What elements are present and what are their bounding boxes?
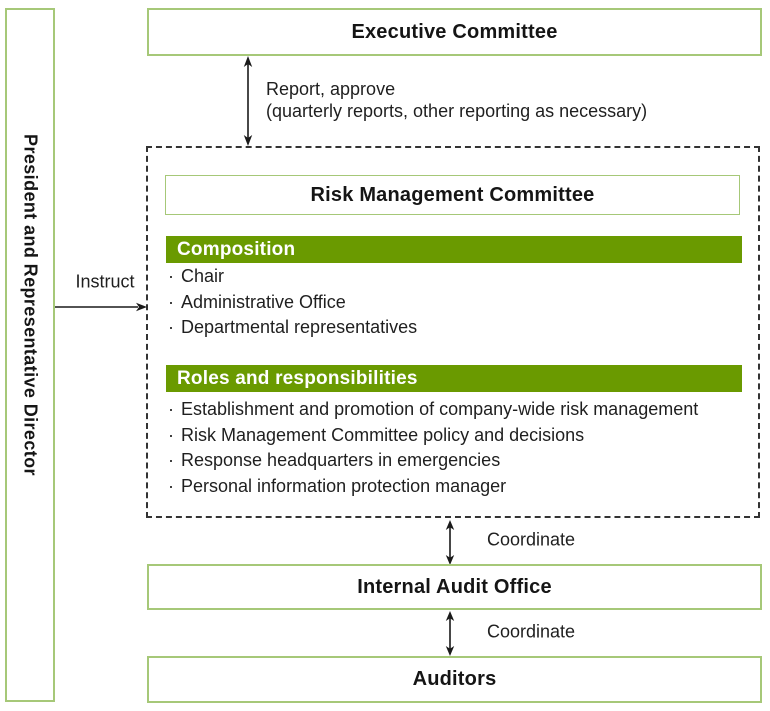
list-item: · Administrative Office bbox=[168, 290, 417, 316]
risk-management-committee-label: Risk Management Committee bbox=[310, 183, 595, 206]
list-item-text: Response headquarters in emergencies bbox=[181, 450, 501, 470]
composition-heading: Composition bbox=[177, 238, 296, 260]
list-item-text: Risk Management Committee policy and dec… bbox=[181, 424, 585, 445]
bullet-dot: · bbox=[168, 291, 174, 312]
roles-heading: Roles and responsibilities bbox=[177, 367, 418, 389]
bullet-dot: · bbox=[168, 317, 174, 337]
president-box-label: President and Representative Director bbox=[20, 134, 41, 476]
bullet-dot: · bbox=[168, 399, 174, 419]
list-item-text: Departmental representatives bbox=[181, 317, 418, 337]
report-approve-label: Report, approve (quarterly reports, othe… bbox=[266, 78, 647, 122]
instruct-arrow-icon bbox=[55, 302, 147, 312]
roles-items: · Establishment and promotion of company-… bbox=[168, 397, 698, 499]
risk-management-committee-box: Risk Management Committee bbox=[165, 175, 740, 215]
report-approve-line2: (quarterly reports, other reporting as n… bbox=[266, 101, 648, 121]
list-item-text: Chair bbox=[181, 266, 225, 286]
coordinate-lower-arrow-icon bbox=[445, 611, 455, 656]
composition-items: · Chair · Administrative Office · Departmen… bbox=[168, 264, 417, 341]
report-approve-arrow-icon bbox=[243, 56, 253, 146]
bullet-dot: · bbox=[168, 424, 174, 445]
list-item: · Departmental representatives bbox=[168, 315, 417, 341]
risk-committee-dashed-container bbox=[146, 146, 760, 518]
report-approve-line1: Report, approve bbox=[266, 79, 396, 99]
list-item-text: Establishment and promotion of company-w… bbox=[181, 399, 699, 419]
auditors-box: Auditors bbox=[147, 656, 762, 703]
internal-audit-office-label: Internal Audit Office bbox=[357, 575, 552, 598]
list-item: · Establishment and promotion of company-… bbox=[168, 397, 698, 423]
roles-header-bar: Roles and responsibilities bbox=[166, 365, 742, 392]
instruct-label: Instruct bbox=[75, 271, 135, 292]
list-item: · Chair bbox=[168, 264, 417, 290]
bullet-dot: · bbox=[168, 475, 174, 496]
coordinate-lower-label: Coordinate bbox=[487, 621, 576, 642]
bullet-dot: · bbox=[168, 450, 174, 470]
executive-committee-label: Executive Committee bbox=[351, 20, 558, 43]
list-item-text: Administrative Office bbox=[181, 291, 346, 312]
president-box bbox=[5, 8, 55, 702]
executive-committee-box: Executive Committee bbox=[147, 8, 762, 56]
composition-header-bar: Composition bbox=[166, 236, 742, 263]
internal-audit-office-box: Internal Audit Office bbox=[147, 564, 762, 610]
list-item: · Personal information protection manager bbox=[168, 474, 698, 500]
coordinate-upper-arrow-icon bbox=[445, 520, 455, 565]
bullet-dot: · bbox=[168, 266, 174, 286]
list-item: · Risk Management Committee policy and de… bbox=[168, 423, 698, 449]
coordinate-upper-label: Coordinate bbox=[487, 529, 576, 550]
auditors-label: Auditors bbox=[412, 668, 497, 690]
list-item-text: Personal information protection manager bbox=[181, 475, 507, 496]
list-item: · Response headquarters in emergencies bbox=[168, 448, 698, 474]
